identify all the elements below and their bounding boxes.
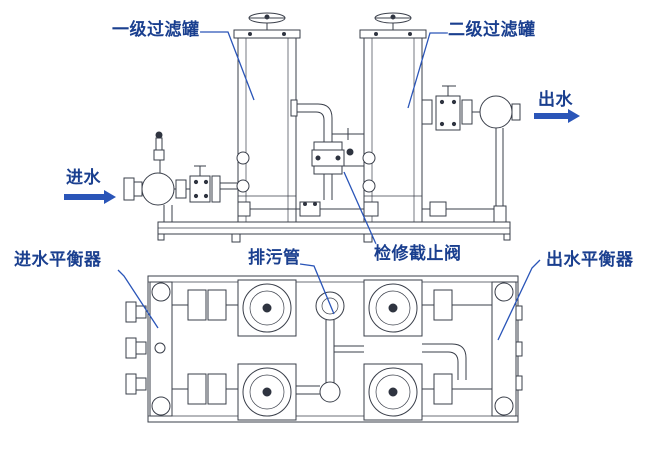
outlet-balancer-drawing bbox=[491, 281, 523, 417]
leader-lines bbox=[117, 31, 541, 341]
outlet-assembly bbox=[421, 85, 521, 223]
label-check-valve: 检修截止阀 bbox=[374, 244, 462, 264]
filter-top-view-2a bbox=[363, 279, 423, 337]
label-inlet-balancer: 进水平衡器 bbox=[14, 250, 102, 270]
filter-tank-1 bbox=[233, 12, 301, 223]
inlet-balancer-drawing bbox=[125, 281, 173, 417]
label-outlet: 出水 bbox=[538, 90, 573, 110]
plan-view bbox=[125, 275, 523, 423]
label-drain-pipe: 排污管 bbox=[248, 248, 301, 268]
crossover-flange bbox=[313, 141, 343, 151]
label-first-filter-tank: 一级过滤罐 bbox=[112, 20, 200, 40]
inlet-arrow bbox=[64, 190, 116, 204]
filter-top-view-1b bbox=[237, 363, 297, 421]
filter-top-view-1a bbox=[237, 279, 297, 337]
label-second-filter-tank: 二级过滤罐 bbox=[448, 20, 536, 40]
outlet-arrow bbox=[534, 109, 580, 123]
label-outlet-balancer: 出水平衡器 bbox=[546, 250, 634, 270]
filter-tank-2 bbox=[359, 12, 427, 223]
label-inlet: 进水 bbox=[66, 168, 101, 188]
inlet-assembly bbox=[123, 131, 379, 222]
filter-top-view-2b bbox=[363, 363, 423, 421]
elevation-view bbox=[123, 12, 521, 243]
